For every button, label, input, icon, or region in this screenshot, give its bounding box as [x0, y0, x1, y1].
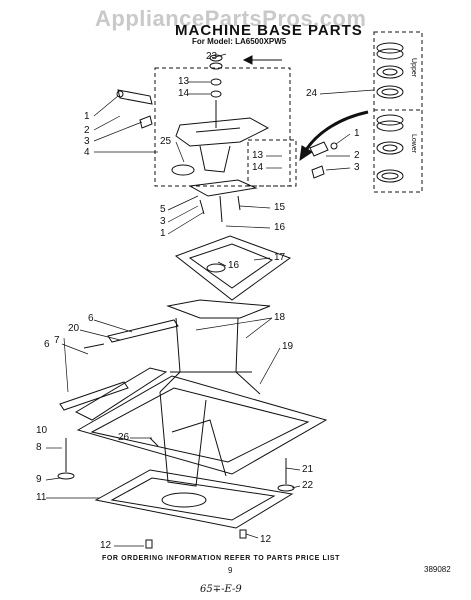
leveling-legs — [57, 437, 295, 549]
callout-2: 2 — [84, 125, 90, 136]
callout-11: 11 — [36, 492, 47, 503]
watermark: AppliancePartsPros.com — [95, 6, 367, 31]
callout-13: 13 — [178, 76, 190, 87]
callout-4: 4 — [84, 147, 90, 158]
callout-16: 16 — [274, 222, 286, 233]
callout-20: 20 — [68, 323, 80, 334]
callout-1: 1 — [160, 228, 166, 239]
callout-25: 25 — [160, 136, 172, 147]
callout-3: 3 — [84, 136, 90, 147]
upper-bearing-label: Upper — [410, 58, 417, 78]
callout-24: 24 — [306, 88, 318, 99]
callout-8: 8 — [36, 442, 42, 453]
cross-brace-left — [59, 381, 129, 411]
callout-1: 1 — [354, 128, 360, 139]
callout-2: 2 — [354, 150, 360, 161]
lower-bearing-label: Lower — [410, 134, 417, 154]
callout-21: 21 — [302, 464, 314, 475]
callout-19: 19 — [282, 341, 294, 352]
callout-12: 12 — [100, 540, 112, 551]
callout-14: 14 — [252, 162, 264, 173]
callout-12: 12 — [260, 534, 272, 545]
callout-23: 23 — [206, 51, 218, 62]
callout-3: 3 — [160, 216, 166, 227]
cross-brace-upper — [83, 319, 179, 349]
callout-26: 26 — [118, 432, 130, 443]
callout-10: 10 — [36, 425, 48, 436]
callout-1: 1 — [84, 111, 90, 122]
drive-shaft-assembly — [171, 54, 270, 176]
upper-left-bracket — [116, 89, 153, 129]
bearing-lower-set — [376, 114, 404, 183]
bearing-upper-set — [376, 42, 404, 99]
callout-6: 6 — [44, 339, 50, 350]
leader-lines — [45, 53, 375, 547]
callout-7: 7 — [54, 335, 60, 346]
callout-13: 13 — [252, 150, 264, 161]
callout-17: 17 — [274, 252, 286, 263]
upper-right-fasteners — [242, 55, 338, 179]
callout-15: 15 — [274, 202, 286, 213]
callout-3: 3 — [354, 162, 360, 173]
bearing-kit-box — [373, 31, 423, 193]
page-number: 9 — [228, 566, 233, 575]
callout-14: 14 — [178, 88, 190, 99]
pump-mount-frame — [174, 235, 292, 301]
callout-16: 16 — [228, 260, 240, 271]
suspension-plate — [188, 179, 258, 223]
mounting-group-box — [247, 139, 297, 187]
callout-22: 22 — [302, 480, 314, 491]
frame-rail-left — [74, 367, 168, 421]
base-pan — [94, 469, 294, 529]
bearing-arrow — [304, 110, 369, 151]
handwritten-note: 65∓-E-9 — [200, 584, 242, 595]
callout-9: 9 — [36, 474, 42, 485]
document-number: 389082 — [424, 565, 451, 574]
machine-base-frame — [76, 299, 328, 487]
model-label: For Model: LA6500XPW5 — [192, 37, 287, 46]
callout-18: 18 — [274, 312, 286, 323]
ordering-note: FOR ORDERING INFORMATION REFER TO PARTS … — [102, 555, 341, 562]
callout-5: 5 — [160, 204, 166, 215]
page-title: MACHINE BASE PARTS — [175, 22, 363, 39]
callout-6: 6 — [88, 313, 94, 324]
